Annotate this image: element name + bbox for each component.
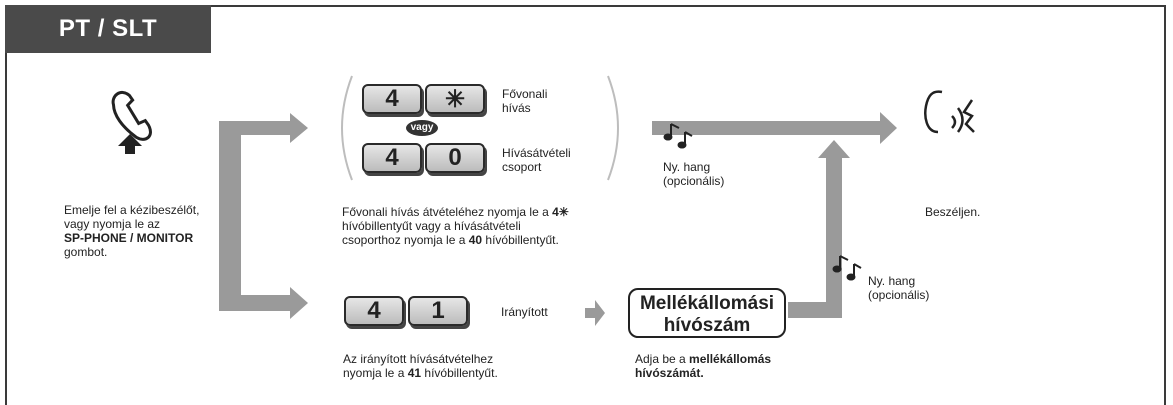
music-note-icon	[663, 123, 693, 149]
paren-left	[341, 75, 353, 181]
tone-label-1: Ny. hang(opcionális)	[663, 160, 725, 188]
key-4[interactable]: 4	[362, 143, 422, 173]
header-tab: PT / SLT	[5, 5, 211, 53]
label-directed: Irányított	[501, 305, 548, 319]
step1-caption: Emelje fel a kézibeszélőt, vagy nyomja l…	[64, 203, 200, 259]
mid-caption: Fővonali hívás átvételéhez nyomja le a 4…	[342, 205, 569, 247]
handset-lift-icon	[111, 90, 152, 154]
arrow-main	[652, 112, 897, 144]
music-note-icon	[832, 255, 862, 281]
tone-label-2: Ny. hang(opcionális)	[868, 274, 930, 302]
ext-caption: Adja be a mellékállomás hívószámát.	[635, 352, 772, 380]
bracket-bar	[219, 128, 241, 300]
paren-right	[607, 75, 619, 181]
or-badge: vagy	[406, 120, 438, 136]
arrow-bottom	[219, 287, 308, 319]
extension-number-box: Mellékállomási hívószám	[628, 288, 786, 338]
arrow-top	[219, 113, 308, 143]
arrow-small	[585, 300, 605, 326]
diagram-frame	[5, 5, 1166, 405]
talk-icon	[924, 90, 975, 134]
label-talk: Beszéljen.	[925, 205, 981, 219]
key-4[interactable]: 4	[344, 296, 404, 326]
key-4[interactable]: 4	[362, 84, 422, 114]
key-0[interactable]: 0	[425, 143, 485, 173]
bottom-caption: Az irányított hívásátvételhez nyomja le …	[343, 352, 498, 380]
key-star[interactable]: ✳	[425, 84, 485, 114]
key-1[interactable]: 1	[408, 296, 468, 326]
arrow-up	[788, 140, 850, 318]
